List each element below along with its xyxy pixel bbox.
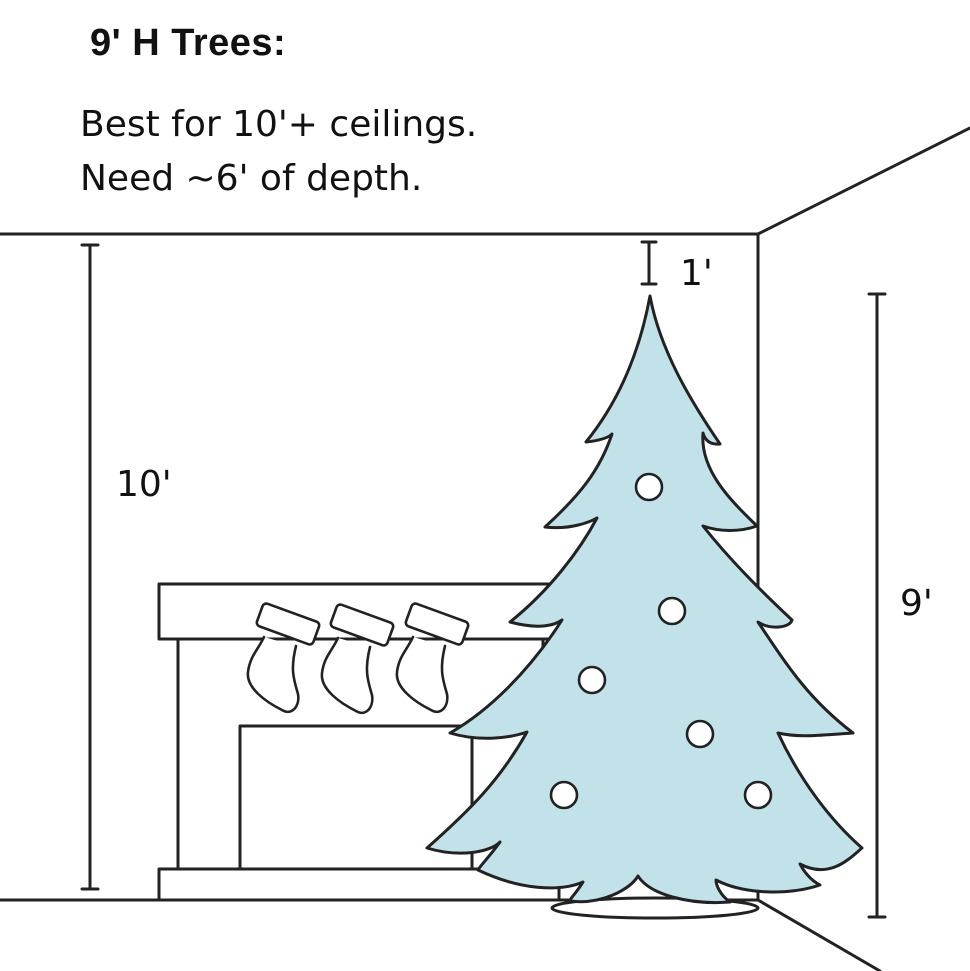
stocking-3 [395,602,470,714]
ornament [743,780,773,810]
christmas-tree [425,294,864,904]
ceiling-height-label: 10' [116,464,172,505]
ornament [577,665,607,695]
ornament [685,719,715,749]
stocking-1 [246,602,321,714]
ornament [657,596,687,626]
tree-height-label: 9' [900,583,933,624]
ornament [634,472,664,502]
ornaments [549,472,773,810]
ornament [549,780,579,810]
tree-height-measure [867,292,887,919]
heading-line-depth: Need ~6' of depth. [80,158,423,199]
heading-line-ceiling: Best for 10'+ ceilings. [80,104,478,145]
ceiling-height-measure [80,243,100,891]
clearance-measure [640,240,658,286]
stockings [246,602,470,715]
stocking-2 [320,603,395,715]
heading-title: 9' H Trees: [90,22,287,64]
clearance-label: 1' [680,253,713,294]
